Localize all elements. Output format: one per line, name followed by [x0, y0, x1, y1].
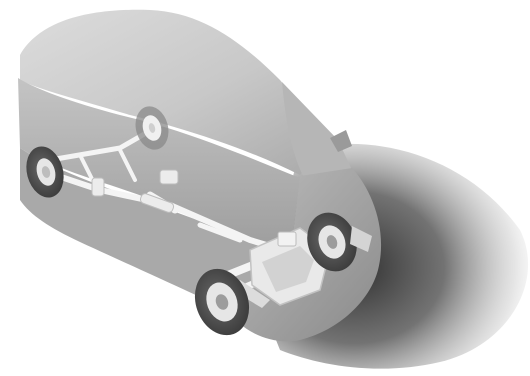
- illustration-stage: [0, 0, 530, 376]
- van-chassis-illustration: [0, 0, 530, 376]
